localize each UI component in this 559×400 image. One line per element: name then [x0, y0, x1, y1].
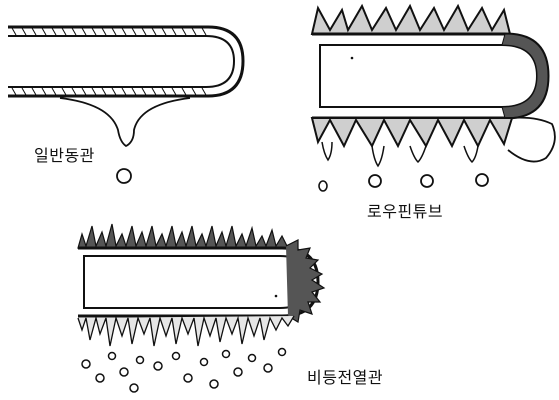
low-fin-droplet-4	[476, 174, 488, 186]
boiling-tube-inner-wall	[84, 256, 308, 308]
boiling-tube-illustration	[78, 224, 324, 392]
low-fin-condensate-film	[508, 118, 555, 162]
low-fin-drip-3	[410, 146, 426, 162]
low-fin-drip-4	[464, 146, 478, 162]
plain-tube-wall-hatching	[12, 28, 206, 95]
low-fin-tube-inner-wall	[320, 45, 537, 107]
plain-tube-inner-wall	[8, 36, 234, 87]
boiling-tube-bubbles	[82, 349, 286, 393]
boiling-tube-speckle	[275, 295, 278, 298]
plain-tube-droplet	[117, 169, 131, 183]
boiling-tube-top-spikes	[78, 224, 288, 248]
boiling-tube-label: 비등전열관	[307, 370, 383, 386]
plain-tube-label: 일반동관	[34, 148, 95, 164]
low-fin-lower-fins	[312, 118, 512, 146]
plain-tube-condensate-drip	[60, 98, 190, 146]
low-fin-droplet-3	[421, 175, 433, 187]
plain-tube-outer-wall	[8, 27, 243, 96]
low-fin-drip-1	[322, 142, 332, 160]
boiling-tube-bottom-fringe	[78, 316, 294, 346]
low-fin-droplet-1	[319, 181, 327, 191]
low-fin-speckle	[351, 57, 354, 60]
low-fin-drip-2	[372, 146, 384, 166]
low-fin-upper-fins	[312, 6, 510, 34]
low-fin-tube-label: 로우핀튜브	[367, 204, 443, 220]
low-fin-tube-illustration	[312, 6, 555, 191]
low-fin-droplet-2	[369, 175, 381, 187]
